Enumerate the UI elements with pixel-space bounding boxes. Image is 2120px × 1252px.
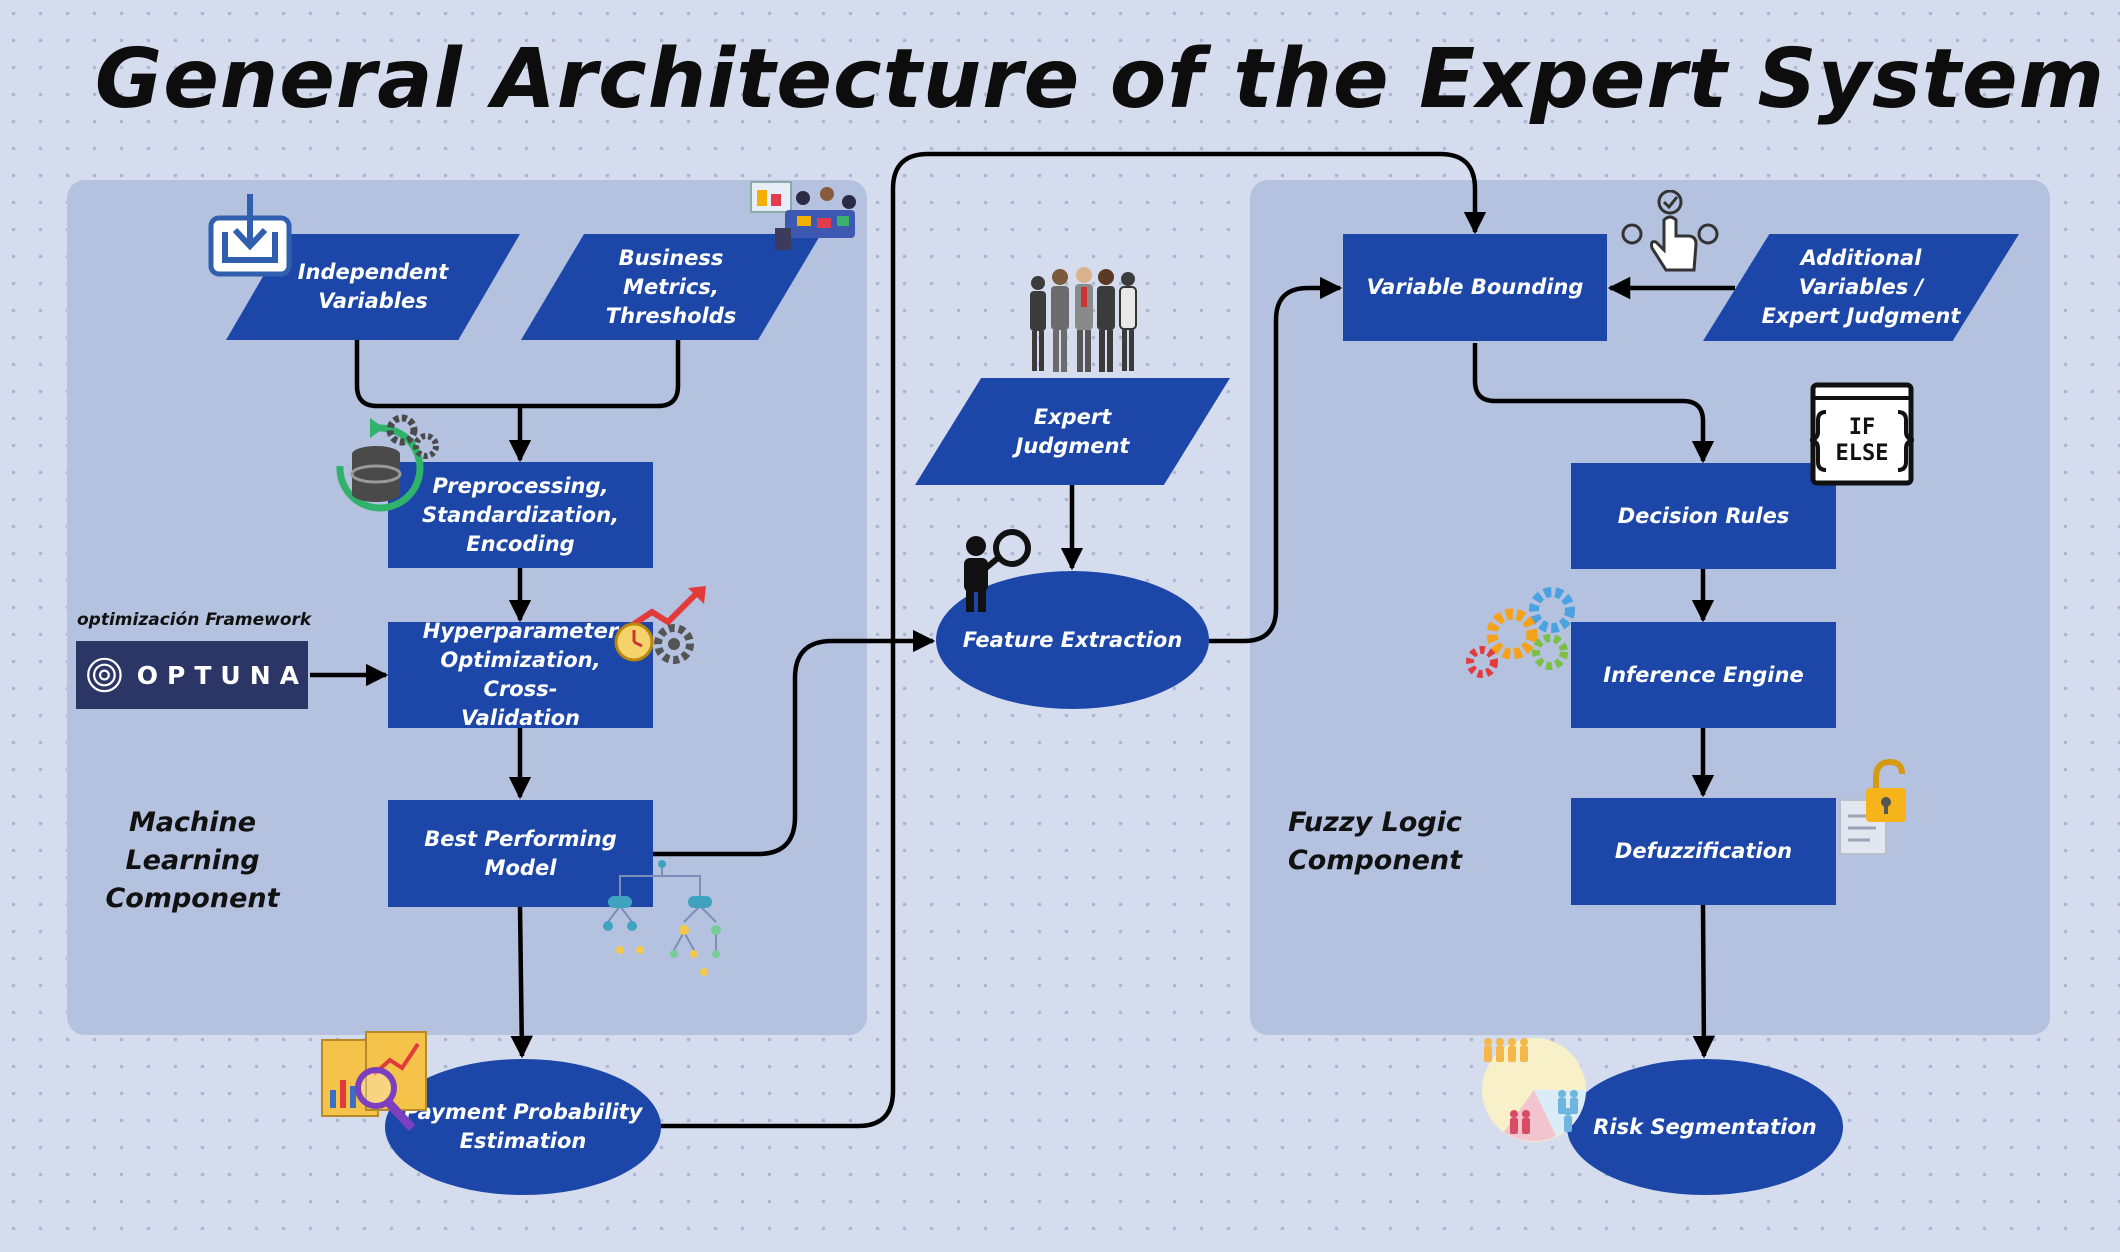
hyperparameter-node: Hyperparameter Optimization, Cross- Vali… bbox=[388, 619, 653, 730]
arrow-inputs-to-preprocessing bbox=[354, 340, 681, 460]
arrow-payment-to-variable-bounding bbox=[660, 151, 1487, 1129]
colored-gears-icon bbox=[1466, 587, 1575, 678]
unlock-document-icon bbox=[1839, 758, 1906, 855]
arrow-variable-bounding-to-decision bbox=[1472, 343, 1715, 464]
ml-component-label: Machine Learning Component bbox=[105, 807, 280, 914]
payment-probability-node: Payment Probability Estimation bbox=[385, 1059, 661, 1195]
preprocessing-node: Preprocessing, Standardization, Encoding bbox=[388, 462, 653, 568]
variable-bounding-node: Variable Bounding bbox=[1343, 234, 1607, 341]
fuzzy-component-label: Fuzzy Logic Component bbox=[1287, 807, 1463, 876]
additional-variables-node: Additional Variables / Expert Judgment bbox=[1703, 234, 2019, 341]
decision-tree-icon bbox=[603, 860, 721, 976]
optuna-caption: optimización Framework bbox=[77, 610, 312, 630]
expert-group-icon bbox=[1030, 267, 1137, 372]
optuna-logo: OPTUNA bbox=[76, 641, 308, 709]
defuzzification-node: Defuzzification bbox=[1571, 798, 1836, 905]
optuna-target-icon bbox=[87, 657, 122, 693]
if-label: IF bbox=[1849, 415, 1876, 440]
decision-rules-node: Decision Rules bbox=[1571, 463, 1836, 569]
business-team-icon bbox=[750, 181, 856, 250]
arrow-defuzzification-to-risk bbox=[1692, 904, 1716, 1059]
touch-choice-icon bbox=[1621, 190, 1719, 272]
arrow-bestmodel-to-payment bbox=[510, 906, 533, 1059]
database-gears-icon bbox=[336, 414, 439, 512]
population-pie-icon bbox=[1482, 1038, 1586, 1142]
arrow-feature-to-variable-bounding bbox=[1209, 276, 1343, 644]
else-label: ELSE bbox=[1836, 441, 1889, 466]
risk-segmentation-node: Risk Segmentation bbox=[1567, 1059, 1843, 1195]
detective-magnifier-icon bbox=[964, 529, 1031, 612]
import-icon bbox=[208, 194, 292, 277]
inference-engine-node: Inference Engine bbox=[1571, 622, 1836, 728]
if-else-code-icon: IF ELSE bbox=[1810, 382, 1914, 486]
diagram-title: General Architecture of the Expert Syste… bbox=[94, 32, 2106, 127]
report-analysis-icon bbox=[321, 1031, 427, 1132]
arrow-bestmodel-to-feature bbox=[651, 629, 936, 857]
optuna-logo-text: OPTUNA bbox=[136, 660, 308, 690]
best-model-node: Best Performing Model bbox=[388, 800, 653, 907]
stopwatch-growth-icon bbox=[614, 586, 706, 664]
